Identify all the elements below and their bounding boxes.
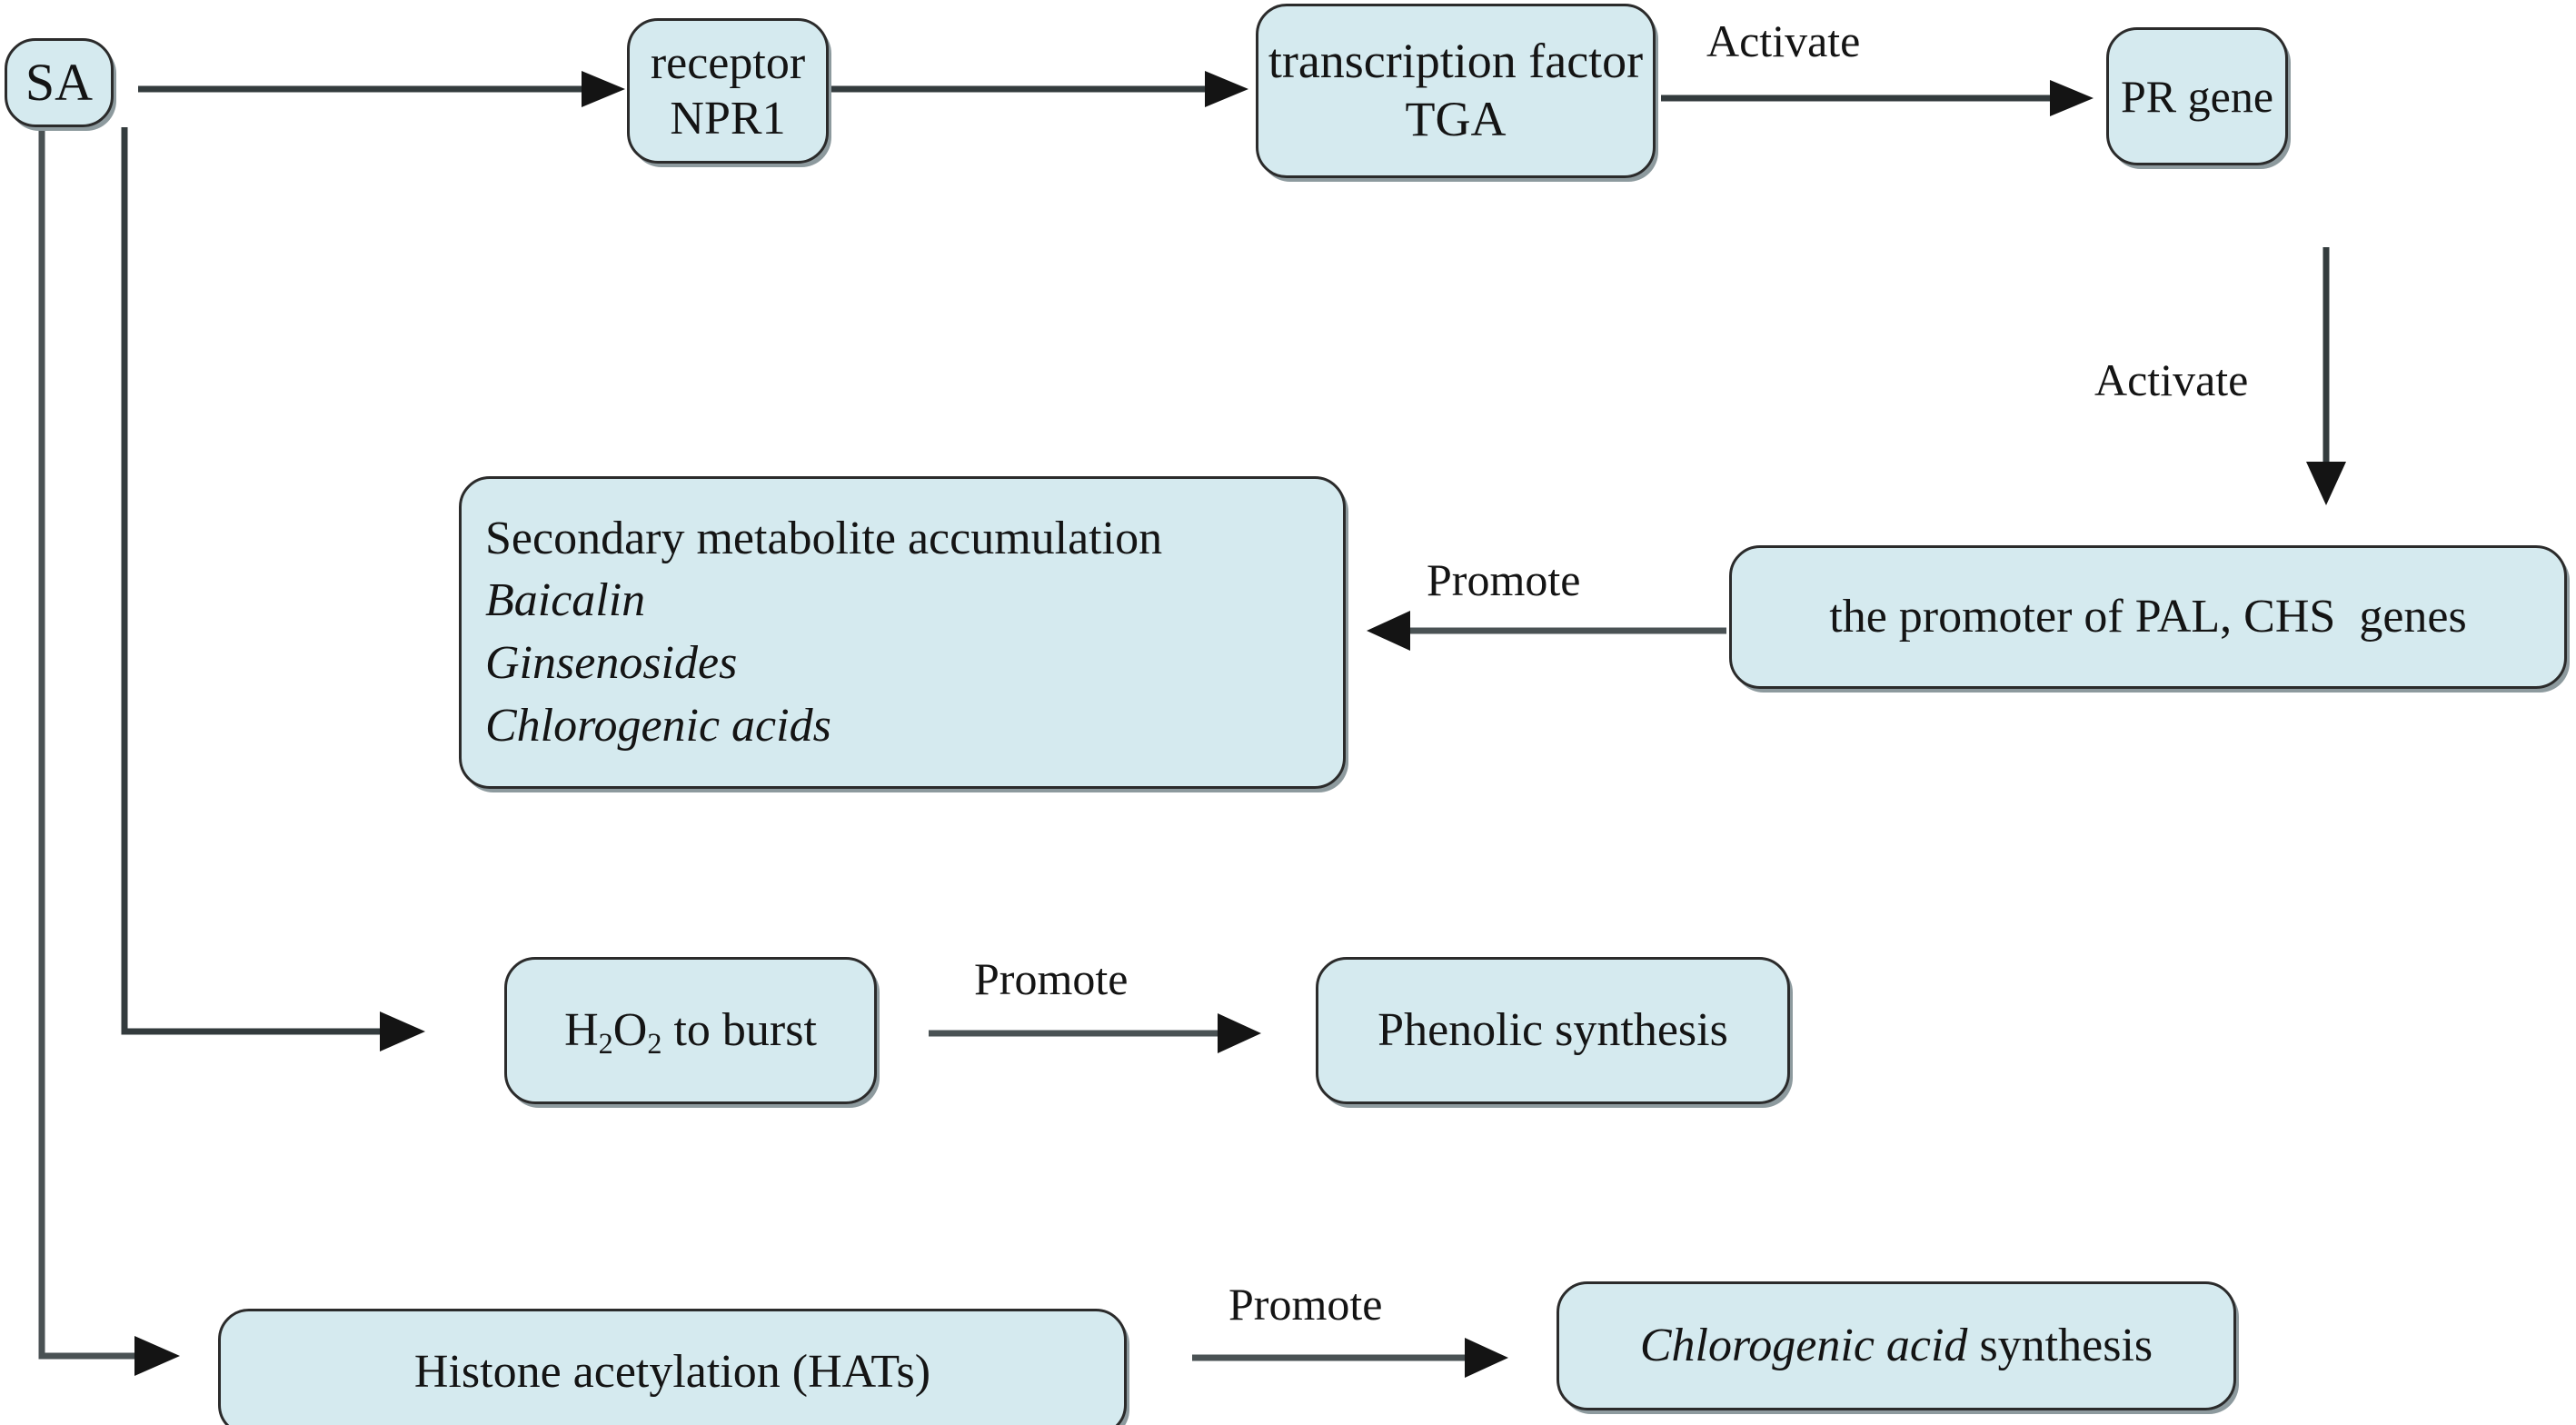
edge-promoter-to-secondary-metabolite: [1367, 611, 1726, 651]
edge-label-promote-h2o2-to-phenolic: Promote: [974, 953, 1129, 1004]
node-sa-label: SA: [25, 52, 94, 112]
node-chlorogenic-acid-synthesis[interactable]: Chlorogenic acid synthesis: [1557, 1281, 2236, 1410]
node-transcription-factor-line2: TGA: [1405, 92, 1507, 146]
node-pr-gene-label: PR gene: [2120, 70, 2274, 122]
node-receptor-npr1[interactable]: receptor NPR1: [627, 18, 829, 164]
edge-receptor-to-transcription-factor: [831, 71, 1248, 107]
node-secondary-metabolite-baicalin: Baicalin: [485, 574, 646, 627]
edge-label-promote-promoter-to-metabolite: Promote: [1427, 554, 1581, 605]
node-histone-acetylation-label: Histone acetylation (HATs): [413, 1346, 931, 1399]
edge-h2o2-to-phenolic: [929, 1013, 1261, 1053]
edge-sa-to-h2o2: [121, 127, 425, 1051]
edge-sa-to-histone: [38, 127, 180, 1376]
edge-label-activate-tga-to-pr-gene: Activate: [1706, 15, 1861, 66]
edge-label-promote-histone-to-chlorogenic: Promote: [1228, 1279, 1383, 1330]
edge-sa-to-receptor: [138, 71, 625, 107]
edge-histone-to-chlorogenic: [1192, 1338, 1508, 1378]
node-phenolic-synthesis[interactable]: Phenolic synthesis: [1316, 957, 1790, 1104]
node-promoter-label: the promoter of PAL, CHS genes: [1829, 591, 2467, 643]
node-secondary-metabolite-title: Secondary metabolite accumulation: [485, 512, 1163, 564]
node-chlorogenic-acid-synthesis-label: Chlorogenic acid synthesis: [1639, 1320, 2153, 1372]
node-receptor-npr1-line2: NPR1: [670, 93, 786, 144]
node-secondary-metabolite-chlorogenic-acids: Chlorogenic acids: [485, 699, 831, 752]
node-sa[interactable]: SA: [5, 38, 114, 127]
node-receptor-npr1-line1: receptor: [650, 36, 806, 89]
node-pr-gene[interactable]: PR gene: [2106, 27, 2288, 165]
edge-label-activate-pr-gene-to-promoter: Activate: [2094, 354, 2249, 405]
node-transcription-factor-line1: transcription factor: [1268, 34, 1644, 89]
node-histone-acetylation[interactable]: Histone acetylation (HATs): [218, 1309, 1127, 1425]
node-promoter-pal-chs[interactable]: the promoter of PAL, CHS genes: [1729, 545, 2567, 689]
node-phenolic-synthesis-label: Phenolic synthesis: [1378, 1004, 1728, 1057]
node-secondary-metabolite-ginsenosides: Ginsenosides: [485, 637, 738, 689]
node-h2o2-label: H2O2 to burst: [564, 1004, 817, 1060]
node-secondary-metabolite-accumulation[interactable]: Secondary metabolite accumulation Baical…: [459, 476, 1346, 789]
node-transcription-factor-tga[interactable]: transcription factor TGA: [1256, 4, 1656, 178]
edge-transcription-factor-to-pr-gene: [1661, 80, 2094, 116]
node-h2o2-to-burst[interactable]: H2O2 to burst: [504, 957, 877, 1104]
edge-pr-gene-to-promoter: [2306, 247, 2346, 505]
